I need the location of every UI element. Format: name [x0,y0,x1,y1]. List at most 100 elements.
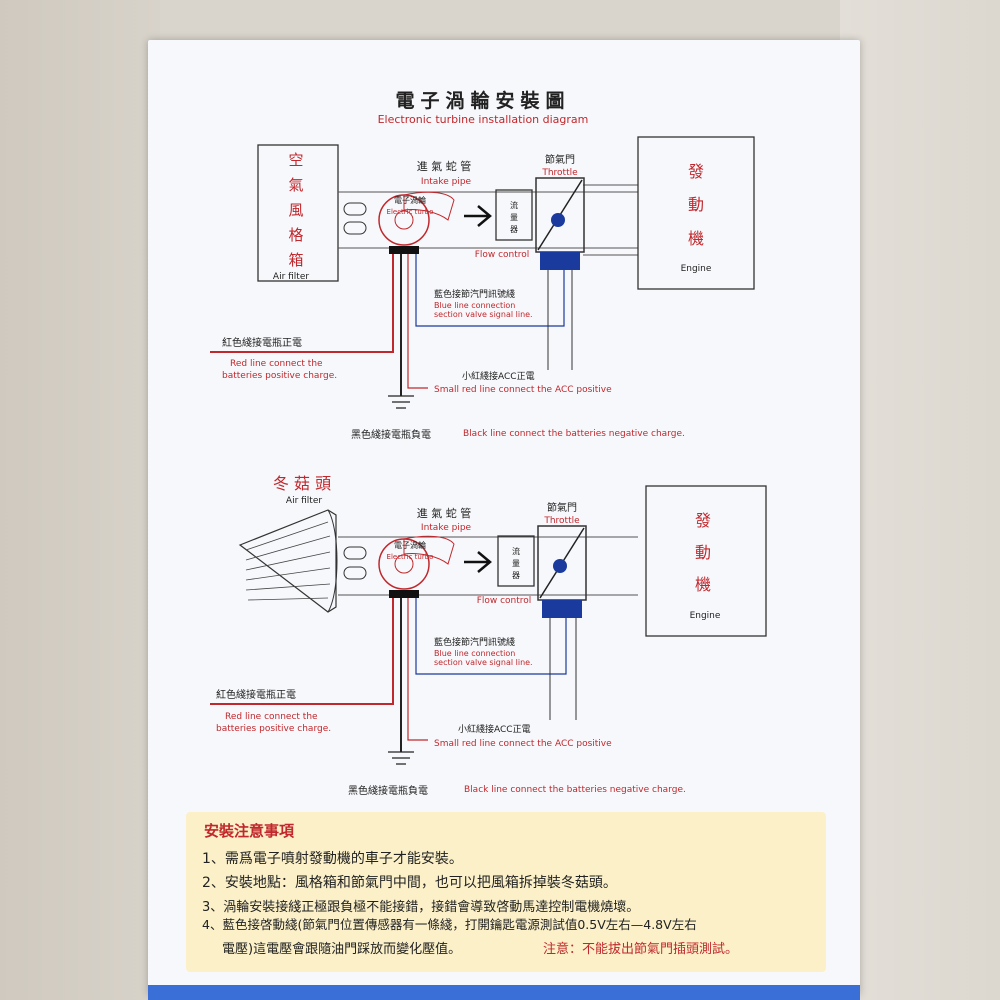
inlet-oval [343,546,367,560]
intake-label-cn: 進 氣 蛇 管 [417,506,472,520]
flow-meter-char: 流 [512,546,520,556]
intake-label-cn: 進 氣 蛇 管 [417,159,472,173]
red-wire [210,598,394,705]
acc-label-en: Small red line connect the ACC positive [434,739,612,749]
acc-label-cn: 小紅綫接ACC正電 [458,723,531,735]
notes-panel [186,812,826,972]
notes-warning: 注意：不能拔出節氣門插頭測試。 [543,942,739,957]
red-label-en2: batteries positive charge. [216,724,331,734]
blue-label-cn: 藍色接節汽門訊號綫 [434,288,515,300]
blue-wire [415,254,565,327]
throttle-label-cn: 節氣門 [547,501,577,514]
intake-pipe-2 [338,536,638,596]
installation-diagram: 電子渦輪安裝圖 Electronic turbine installation … [210,89,767,797]
engine-box [637,136,755,290]
red-label-cn: 紅色綫接電瓶正電 [216,688,296,701]
throttle-label-en: Throttle [541,168,578,178]
turbo-label-cn: 電子渦輪 [394,540,426,550]
air-filter-char: 風 [288,201,303,219]
inlet-oval [343,202,367,216]
note-item: 2、安裝地點：風格箱和節氣門中間，也可以把風箱拆掉裝冬菇頭。 [202,875,617,891]
flow-meter-char: 器 [512,571,520,580]
acc-label-cn: 小紅綫接ACC正電 [462,370,535,382]
black-label-cn: 黑色綫接電瓶負電 [348,784,428,797]
title-cn: 電子渦輪安裝圖 [395,89,570,112]
intake-label-en: Intake pipe [421,523,472,533]
flow-meter-label: Flow control [477,596,532,606]
throttle-pivot [551,213,565,227]
note-item: 3、渦輪安裝接綫正極跟負極不能接錯，接錯會導致啓動馬達控制電機燒壞。 [202,900,640,915]
inlet-oval [343,566,367,580]
diagram-2: 冬 菇 頭 Air filter 電子渦輪 Electric turbo 進 氣… [210,474,767,797]
ground-symbol [388,751,414,765]
red-label-en2: batteries positive charge. [222,371,337,381]
turbo-label-en: Electric turbo [387,208,434,216]
throttle-label-cn: 節氣門 [545,153,575,166]
background-right [840,0,1000,1000]
flow-meter-char: 量 [512,559,520,568]
black-label-en: Black line connect the batteries negativ… [463,429,685,439]
diagram-1: 空 氣 風 格 箱 Air filter 電子渦輪 Electric turbo… [210,136,755,441]
blue-label-en1: Blue line connection [434,301,515,310]
engine-label: Engine [681,264,712,274]
flow-meter-char: 器 [510,225,518,234]
air-filter-char: 空 [288,151,303,169]
notes-title: 安裝注意事項 [204,822,295,840]
throttle-label-en: Throttle [543,516,580,526]
red-wire [210,254,394,353]
blue-label-cn: 藍色接節汽門訊號綫 [434,636,515,648]
blue-label-en1: Blue line connection [434,649,515,658]
acc-label-en: Small red line connect the ACC positive [434,385,612,395]
turbo-base [389,246,419,254]
note-item: 4、藍色接啓動綫(節氣門位置傳感器有一條綫，打開鑰匙電源測試值0.5V左右—4.… [202,917,697,932]
ground-symbol [388,395,414,409]
sheet-bottom-band [148,985,860,1000]
air-filter-char: 格 [288,226,303,244]
red-label-en1: Red line connect the [230,359,323,369]
mushroom-filter [238,509,337,613]
air-filter-box [257,144,339,282]
air-filter-char: 箱 [288,251,303,269]
flow-meter-box [495,189,533,241]
note-item: 1、需爲電子噴射發動機的車子才能安裝。 [202,851,463,867]
turbo-label-en: Electric turbo [387,553,434,561]
engine-box-2 [645,485,767,637]
flow-meter-char: 量 [510,213,518,222]
airflow-arrow [464,205,492,227]
turbo-label-cn: 電子渦輪 [394,195,426,205]
red-label-en1: Red line connect the [225,712,318,722]
engine-char: 發 [688,162,704,181]
throttle-pivot [553,559,567,573]
air-filter-char: 氣 [288,176,303,194]
flow-meter-label: Flow control [475,250,530,260]
blue-wire [415,598,567,675]
title-en: Electronic turbine installation diagram [378,113,589,126]
mushroom-filter-label-en: Air filter [286,496,322,506]
flow-meter-char: 流 [510,200,518,210]
small-red-wire [407,254,428,389]
blue-label-en2: section valve signal line. [434,310,533,319]
flow-meter-box [497,535,535,587]
black-label-en: Black line connect the batteries negativ… [464,785,686,795]
intake-pipe [338,191,638,249]
engine-char: 動 [688,195,704,214]
engine-char: 機 [688,229,704,248]
mushroom-filter-label-cn: 冬 菇 頭 [273,474,331,493]
engine-label: Engine [690,611,721,621]
intake-label-en: Intake pipe [421,177,472,187]
airflow-arrow [464,551,492,573]
throttle-sensor [542,600,582,618]
black-label-cn: 黑色綫接電瓶負電 [351,428,431,441]
engine-char: 機 [695,575,711,594]
background-left [0,0,160,1000]
inlet-oval [343,221,367,235]
blue-label-en2: section valve signal line. [434,658,533,667]
engine-char: 動 [695,543,711,562]
throttle-sensor [540,252,580,270]
red-label-cn: 紅色綫接電瓶正電 [222,336,302,349]
air-filter-label: Air filter [273,272,309,282]
small-red-wire [407,598,428,741]
turbo-base [389,590,419,598]
note-item: 電壓)這電壓會跟隨油門踩放而變化壓值。 [222,942,462,957]
engine-char: 發 [695,511,711,530]
